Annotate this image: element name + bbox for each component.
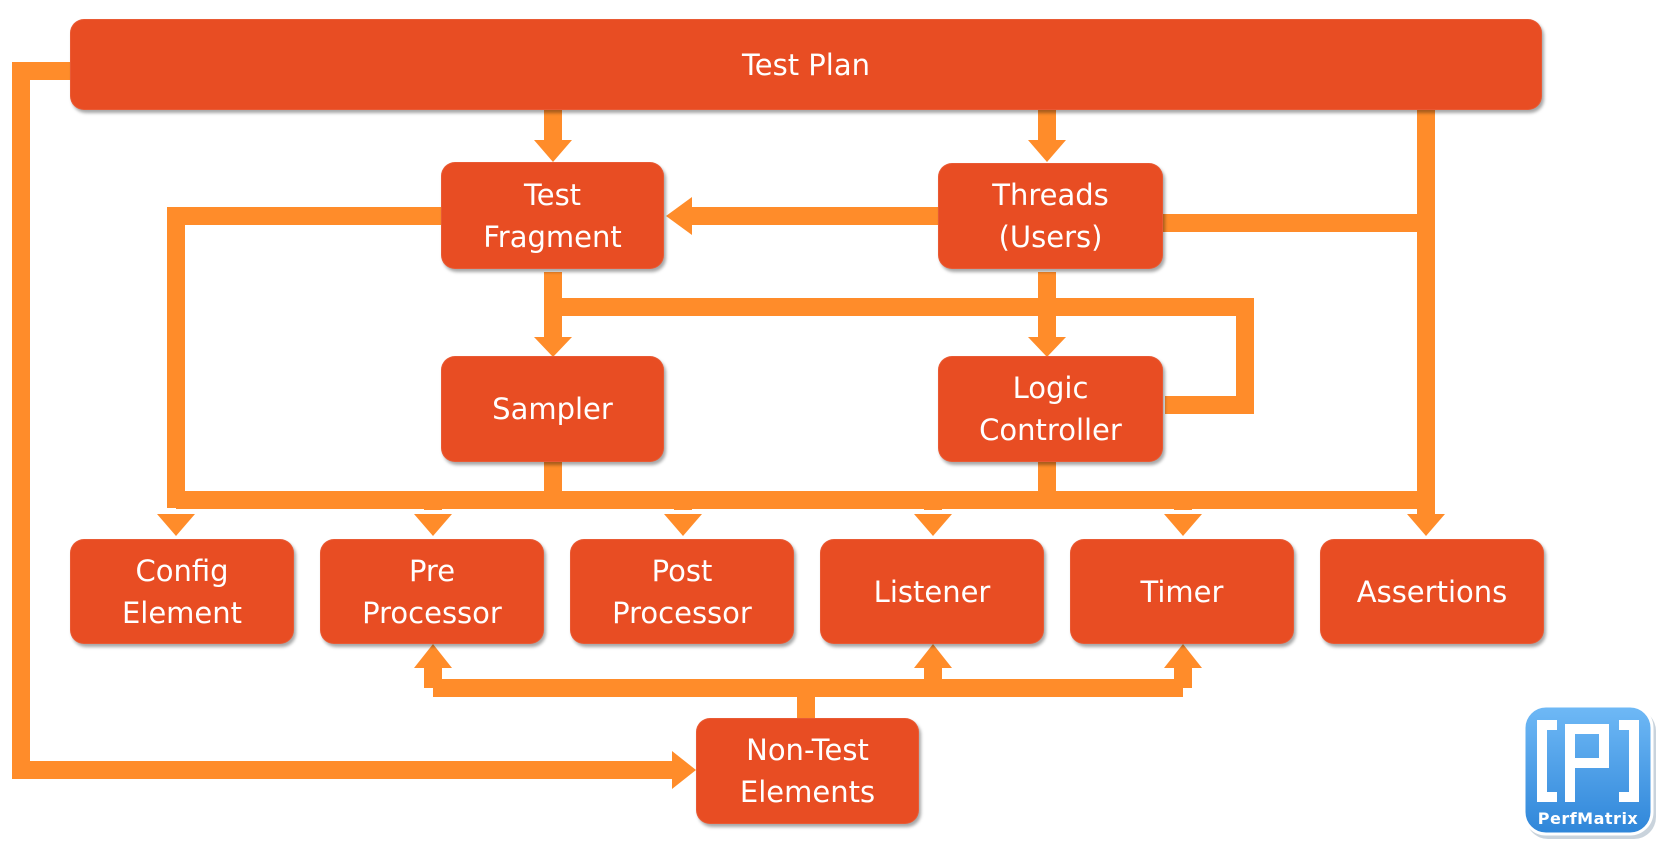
- arrow-nontest-to-listener: [914, 644, 952, 668]
- arrow-to-sampler: [534, 337, 572, 357]
- pre-processor-label-line1: Pre: [408, 553, 456, 588]
- timer-box: Timer: [1070, 539, 1294, 644]
- config-element-box: Config Element: [70, 539, 294, 644]
- arrow-to-logic: [1028, 337, 1066, 357]
- pre-processor-box: Pre Processor: [320, 539, 544, 644]
- sampler-box: Sampler: [441, 356, 664, 462]
- logic-controller-label-line1: Logic: [1012, 371, 1089, 405]
- post-processor-label-line1: Post: [651, 553, 713, 588]
- timer-label: Timer: [1140, 574, 1224, 609]
- perfmatrix-logo: PerfMatrix: [1522, 705, 1656, 839]
- test-fragment-label-line2: Fragment: [483, 219, 622, 254]
- assertions-box: Assertions: [1320, 539, 1544, 644]
- threads-label-line2: (Users): [998, 220, 1103, 254]
- post-processor-box: Post Processor: [570, 539, 794, 644]
- listener-label: Listener: [873, 574, 991, 609]
- arrow-to-threads: [1028, 140, 1066, 162]
- arrow-to-pre: [414, 514, 452, 536]
- threads-label-line1: Threads: [992, 178, 1109, 212]
- arrow-to-listener: [914, 514, 952, 536]
- arrow-to-nontest: [672, 751, 696, 789]
- sampler-label: Sampler: [492, 392, 613, 426]
- logic-controller-box: Logic Controller: [938, 356, 1163, 462]
- arrow-threads-to-fragment: [666, 197, 692, 235]
- connector-fragment-to-config: [167, 207, 441, 508]
- arrow-nontest-to-pre: [414, 644, 452, 668]
- test-plan-label: Test Plan: [741, 47, 871, 82]
- arrow-to-assertions: [1407, 514, 1445, 536]
- listener-box: Listener: [820, 539, 1044, 644]
- non-test-label-line2: Elements: [739, 775, 876, 809]
- logic-controller-label-line2: Controller: [979, 413, 1122, 447]
- arrow-to-config: [157, 514, 195, 536]
- pre-processor-label-line2: Processor: [362, 595, 502, 630]
- non-test-label-line1: Non-Test: [746, 733, 869, 767]
- assertions-label: Assertions: [1356, 574, 1508, 609]
- arrow-to-timer: [1164, 514, 1202, 536]
- test-fragment-box: Test Fragment: [441, 162, 664, 269]
- arrow-nontest-to-timer: [1164, 644, 1202, 668]
- non-test-elements-box: Non-Test Elements: [696, 718, 919, 824]
- connector-testplan-to-nontest: [12, 62, 672, 779]
- test-plan-box: Test Plan: [70, 19, 1542, 110]
- test-fragment-label-line1: Test: [523, 177, 582, 212]
- threads-users-box: Threads (Users): [938, 163, 1163, 269]
- config-element-label-line1: Config: [135, 553, 229, 588]
- svg-text:PerfMatrix: PerfMatrix: [1538, 809, 1639, 828]
- arrow-to-fragment: [534, 140, 572, 162]
- config-element-label-line2: Element: [121, 595, 243, 630]
- connector-bus-upper: [553, 298, 1254, 414]
- post-processor-label-line2: Processor: [612, 595, 752, 630]
- arrow-to-post: [664, 514, 702, 536]
